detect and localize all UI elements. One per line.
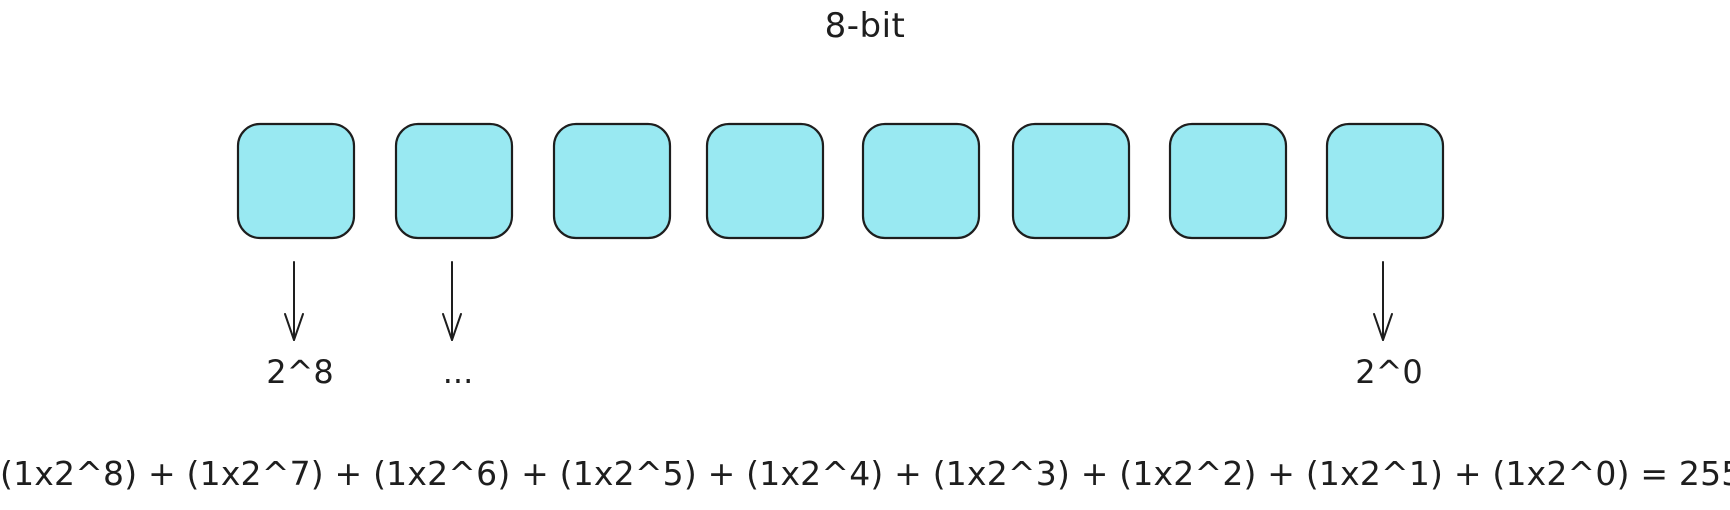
bit-position-label: ... <box>443 353 474 391</box>
bit-position-label: 2^0 <box>1355 353 1423 391</box>
arrow-head <box>442 313 462 341</box>
bit-position-label: 2^8 <box>266 353 334 391</box>
binary-sum-formula: (1x2^8) + (1x2^7) + (1x2^6) + (1x2^5) + … <box>0 454 1730 493</box>
bit-box-4 <box>861 122 981 240</box>
down-arrow-icon <box>284 261 304 341</box>
bit-box-5 <box>1011 122 1131 240</box>
bit-box-6 <box>1168 122 1288 240</box>
arrow-head <box>284 313 304 341</box>
down-arrow-icon <box>1373 261 1393 341</box>
bit-box-1 <box>394 122 514 240</box>
diagram-title: 8-bit <box>824 6 906 46</box>
down-arrow-icon <box>442 261 462 341</box>
bit-box-0 <box>236 122 356 240</box>
bit-box-2 <box>552 122 672 240</box>
bit-box-3 <box>705 122 825 240</box>
arrow-head <box>1373 313 1393 341</box>
bit-box-7 <box>1325 122 1445 240</box>
